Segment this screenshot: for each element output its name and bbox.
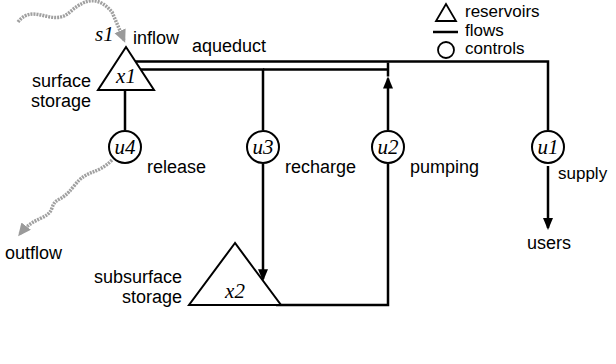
supply-arrow: [547, 166, 550, 228]
control-name: recharge: [285, 158, 356, 178]
control-circle: u2pumping: [371, 130, 405, 164]
circle-outline: [372, 131, 404, 163]
flow-line: [124, 90, 127, 130]
flow-label: inflow: [133, 28, 179, 49]
symbol-label: u1: [538, 137, 559, 158]
flow-line: [263, 63, 388, 131]
control-circle: u3recharge: [246, 130, 280, 164]
control-circle: u4release: [108, 130, 142, 164]
control-name: supply: [558, 165, 607, 184]
destination-label: users: [527, 233, 571, 254]
flow-label: aqueduct: [192, 36, 266, 57]
triangle-outline: [98, 47, 154, 90]
flow-symbol: s1: [95, 24, 114, 45]
symbol-label: x1: [116, 66, 136, 87]
control-name: release: [147, 158, 206, 178]
circle-outline: [247, 131, 279, 163]
legend-text: flows: [465, 22, 504, 41]
control-name: pumping: [410, 158, 479, 178]
symbol-label: u3: [253, 137, 274, 158]
legend-line: [433, 31, 458, 34]
reservoir-name: subsurface storage: [90, 268, 182, 308]
reservoir-triangle: x1surface storage: [97, 46, 155, 91]
reservoir-name: surface storage: [5, 72, 91, 112]
symbol-label: x2: [225, 281, 245, 302]
legend-triangle: [436, 4, 456, 21]
symbol-label: u4: [115, 137, 136, 158]
flow-line: [135, 62, 548, 131]
circle-outline: [109, 131, 141, 163]
outflow-arrow: [20, 160, 112, 234]
flow-line: [276, 164, 388, 305]
flow-line: [262, 164, 265, 279]
circle-outline: [532, 131, 564, 163]
flow-label: outflow: [5, 243, 62, 264]
triangle-outline: [189, 243, 281, 305]
flow-line: [140, 70, 263, 131]
legend-text: reservoirs: [465, 3, 540, 22]
legend-circle: [438, 42, 454, 58]
reservoir-triangle: x2subsurface storage: [188, 242, 282, 306]
legend-text: controls: [465, 40, 525, 59]
control-circle: u1supply: [531, 130, 565, 164]
symbol-label: u2: [378, 137, 399, 158]
